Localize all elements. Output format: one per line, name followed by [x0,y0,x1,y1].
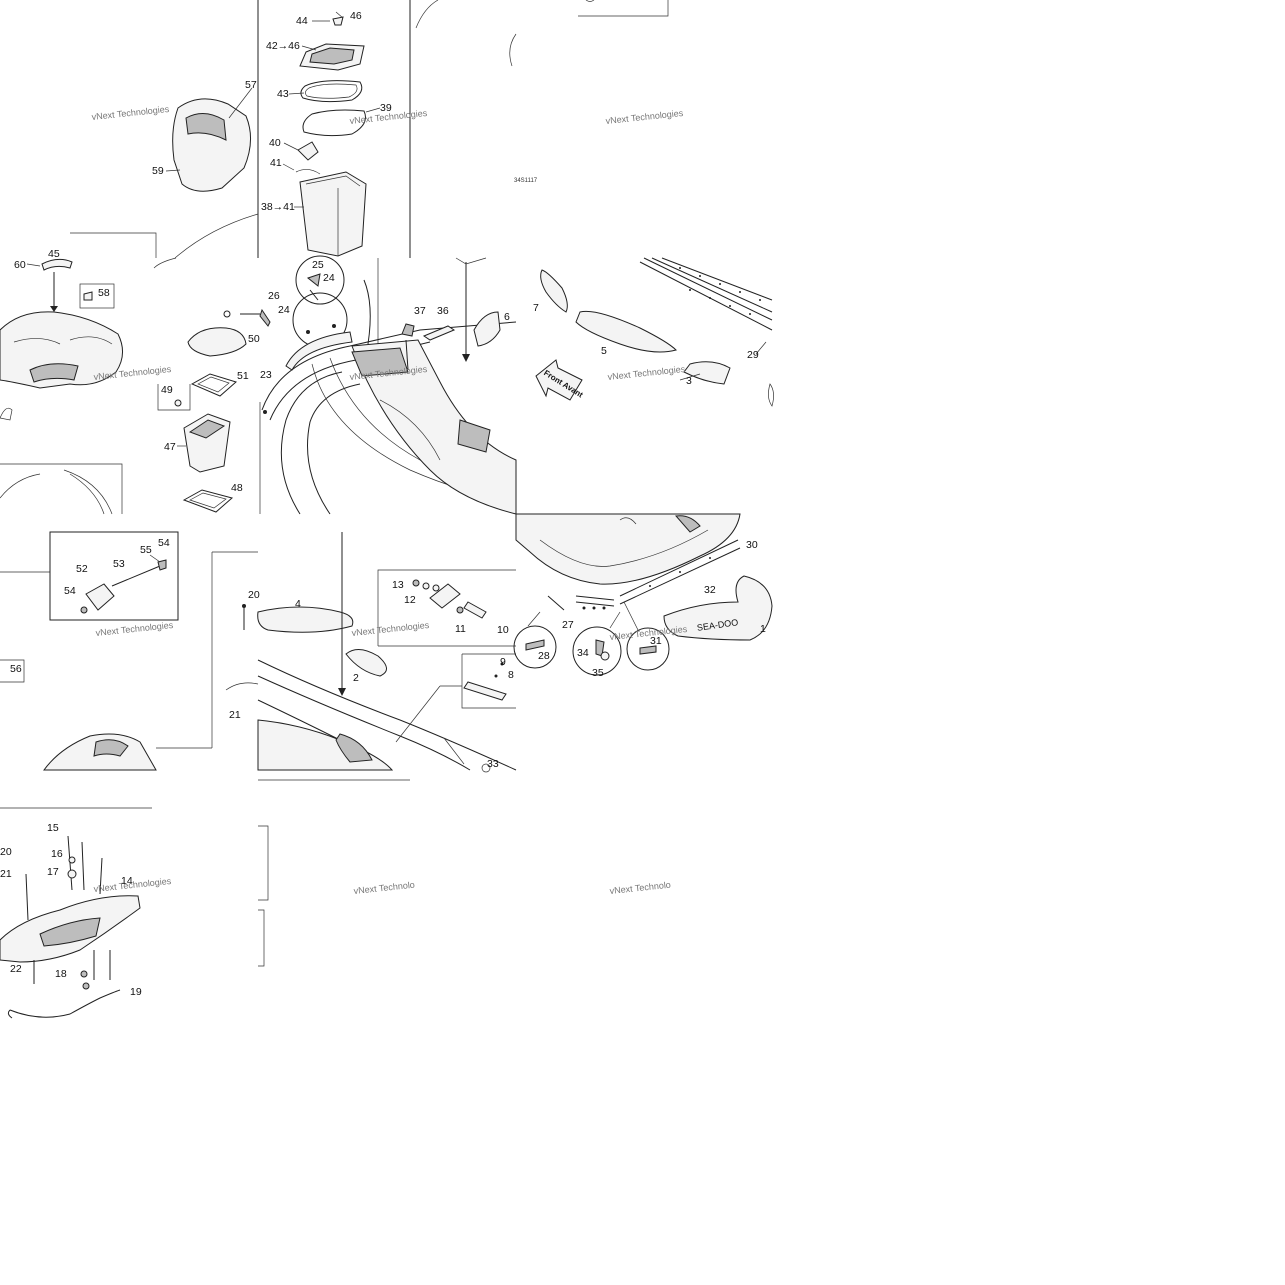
label-58: 58 [98,287,110,299]
tile-small-parts [153,257,271,513]
label-23: 23 [260,369,272,381]
front-arrow: Front Avant [535,359,585,401]
label-34: 34 [577,647,589,659]
tile-side-panels: Front Avant [535,257,774,407]
watermark: vNext Technolo [353,880,415,896]
label-43: 43 [277,88,289,100]
label-46: 46 [350,10,362,22]
label-11: 11 [455,623,466,635]
watermark: vNext Technologies [95,620,174,638]
label-12: 12 [404,594,416,606]
label-25: 25 [312,259,324,271]
watermark: vNext Technolo [609,880,671,896]
label-18: 18 [55,968,67,980]
label-48: 48 [231,482,243,494]
label-26: 26 [268,290,280,302]
label-21a: 21 [229,709,241,721]
label-40: 40 [269,137,281,149]
label-16: 16 [51,848,63,860]
label-8: 8 [508,669,514,681]
label-33: 33 [487,758,499,770]
label-60: 60 [14,259,26,271]
label-56: 56 [10,663,22,675]
label-42-46: 42→46 [266,40,300,52]
label-55: 55 [140,544,152,556]
label-50: 50 [248,333,260,345]
front-fairing-part [172,98,251,192]
label-45: 45 [48,248,60,260]
tile-bottom-hardware [0,825,269,1019]
rail-dots [679,267,761,315]
label-49: 49 [161,384,173,396]
label-47: 47 [164,441,176,453]
label-27: 27 [562,619,574,631]
label-7: 7 [533,302,539,314]
watermark: vNext Technologies [607,364,686,382]
tile-hull-center [259,255,517,515]
label-35: 35 [592,667,604,679]
label-17: 17 [47,866,59,878]
watermarks: vNext Technologies vNext Technologies vN… [91,104,688,896]
label-14: 14 [121,875,133,887]
label-19: 19 [130,986,142,998]
label-29: 29 [747,349,759,361]
label-30: 30 [746,539,758,551]
label-9: 9 [500,656,506,668]
label-4: 4 [295,598,301,610]
label-36: 36 [437,305,449,317]
label-20a: 20 [248,589,260,601]
label-6: 6 [504,311,510,323]
watermark: vNext Technologies [609,624,688,642]
watermark: vNext Technologies [91,104,170,122]
tile-storage-parts [165,0,381,259]
figure-code: 34S1117 [514,178,538,184]
tile-cover-parts [0,232,157,515]
tile-rear-deck: SEA-DOO [513,513,773,676]
label-2: 2 [353,672,359,684]
label-22: 22 [10,963,22,975]
label-39: 39 [380,102,392,114]
label-53: 53 [113,558,125,570]
label-38-41: 38→41 [261,201,295,213]
tile-vent-parts [0,531,212,771]
label-54a: 54 [158,537,170,549]
label-20b: 20 [0,846,12,858]
label-21b: 21 [0,868,12,880]
label-44: 44 [296,15,308,27]
tile-deck-side [0,532,517,809]
watermark: vNext Technologies [351,620,430,638]
label-15: 15 [47,822,59,834]
label-3: 3 [686,375,692,387]
label-13: 13 [392,579,404,591]
label-24a: 24 [323,272,335,284]
label-51: 51 [237,370,249,382]
label-52: 52 [76,563,88,575]
label-31: 31 [650,635,662,647]
tile-top-center [409,0,669,258]
label-37: 37 [414,305,426,317]
part-labels: 44 46 42→46 43 39 40 41 38→41 57 59 45 6… [0,10,766,998]
watermark: vNext Technologies [605,108,684,126]
label-5: 5 [601,345,607,357]
label-28: 28 [538,650,550,662]
logo-panel [663,575,773,641]
storage-bin [299,171,367,257]
label-54b: 54 [64,585,76,597]
label-41: 41 [270,157,282,169]
seal-39 [302,109,366,137]
lid-gasket [300,80,363,103]
label-10: 10 [497,624,509,636]
label-24b: 24 [278,304,290,316]
label-57: 57 [245,79,257,91]
label-59: 59 [152,165,164,177]
label-32: 32 [704,584,716,596]
label-1: 1 [760,623,766,635]
seat-fairing [0,311,123,389]
